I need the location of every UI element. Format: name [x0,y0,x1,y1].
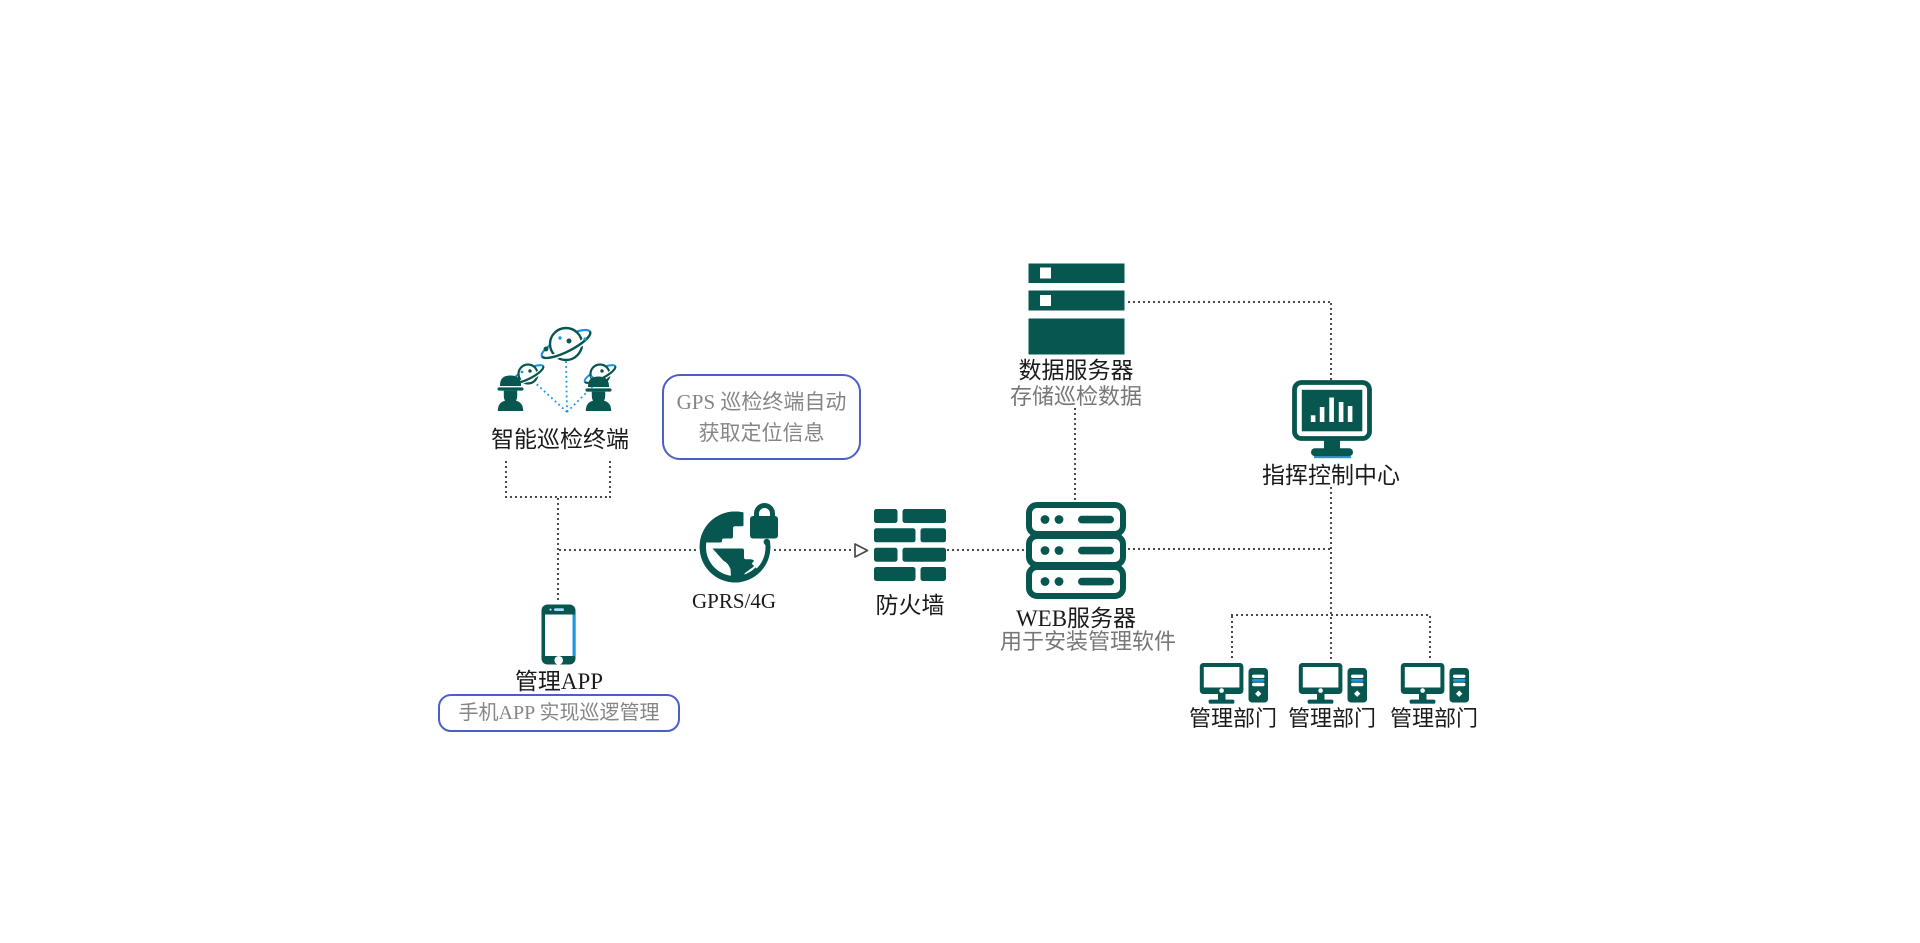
terminal-label: 智能巡检终端 [491,427,629,452]
gprs-label: GPRS/4G [691,589,777,613]
worker-icon [497,375,524,411]
worker-icon [585,376,612,411]
data-server-sublabel: 存储巡检数据 [1009,384,1143,409]
web-server-sublabel: 用于安装管理软件 [999,629,1177,654]
connector-dataserver-to-center [1128,301,1332,303]
connector-center-bottom-drop [1330,487,1332,659]
connector-web-to-dataserver [1074,408,1076,502]
gps-callout: GPS 巡检终端自动 获取定位信息 [662,374,861,460]
app-label: 管理APP [514,669,604,694]
connector-department3-drop [1429,616,1431,661]
patrol-terminal-icon [497,326,618,413]
connector-globe-to-firewall [774,549,855,551]
bar-chart-icon [1310,397,1353,422]
data-server-label: 数据服务器 [1018,358,1134,383]
connector-departments-bus [1231,614,1431,616]
connector-department1-drop [1231,616,1233,661]
gps-signal-lines [531,359,600,413]
connector-terminal-to-phone [557,498,559,603]
connector-firewall-to-web [947,549,1026,551]
database-server-icon [1028,263,1125,355]
firewall-icon [874,509,946,581]
web-server-label: WEB服务器 [1015,606,1137,631]
app-callout-text: 手机APP 实现巡逻管理 [458,702,660,724]
desktop-computer-icon [1400,663,1469,704]
globe-lock-icon [699,503,778,583]
department-label: 管理部门 [1287,706,1377,731]
arrow-right-icon [854,543,869,558]
desktop-computer-icon [1199,663,1268,704]
connector-terminal-right-drop [609,461,611,498]
connector-terminal-left-drop [505,461,507,498]
smartphone-icon [541,604,576,665]
web-server-icon [1026,502,1126,599]
desktop-computer-icon [1298,663,1367,704]
firewall-label: 防火墙 [875,593,945,618]
satellite-icon [538,326,594,362]
computer-tower [1449,668,1469,703]
monitor-chart-icon [1292,380,1372,459]
connector-center-top-drop [1330,303,1332,380]
gps-callout-line2: 获取定位信息 [698,421,825,445]
control-center-label: 指挥控制中心 [1262,463,1400,488]
connector-phone-to-globe [559,549,699,551]
gps-callout-line1: GPS 巡检终端自动 [676,390,847,414]
computer-tower [1248,668,1268,703]
department-label: 管理部门 [1188,706,1278,731]
computer-tower [1347,668,1367,703]
connector-terminal-join [505,496,611,498]
connector-web-to-center [1128,548,1331,550]
app-callout: 手机APP 实现巡逻管理 [438,694,680,732]
lock-icon [750,503,778,539]
department-label: 管理部门 [1389,706,1479,731]
